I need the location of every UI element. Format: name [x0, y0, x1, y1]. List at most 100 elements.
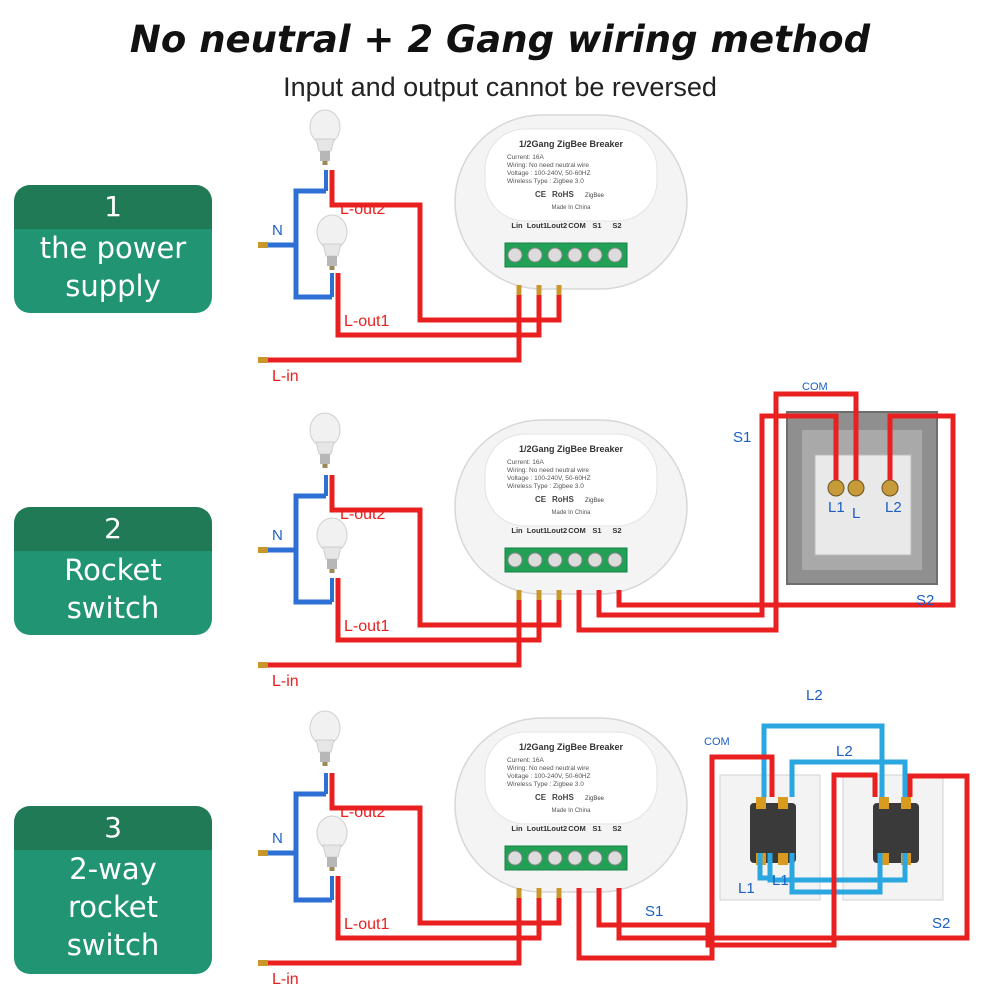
breaker-terminal-label: Lout1	[527, 526, 547, 535]
terminal-screw-icon	[547, 850, 563, 866]
terminal-screw-icon	[587, 552, 603, 568]
two-way-switch-mechanism	[873, 803, 919, 863]
traveler-l2-label-inner: L2	[836, 743, 853, 760]
s1-wire	[596, 413, 839, 618]
breaker-spec-line: Wireless Type : Zigbee 3.0	[507, 483, 584, 490]
switch-terminal	[778, 853, 788, 865]
breaker-terminal-label: S1	[592, 221, 601, 230]
step-label-line: Rocket	[64, 553, 162, 587]
breaker-terminal-label: Lout1	[527, 824, 547, 833]
breaker-made-in: Made In China	[551, 510, 591, 516]
neutral-pin	[258, 850, 268, 856]
terminal-screw-icon	[607, 247, 623, 263]
breaker-label-plate	[484, 731, 658, 825]
breaker-terminal-label: Lin	[511, 526, 523, 535]
s2-label: S2	[916, 592, 934, 609]
switch-l1-label: L1	[828, 499, 845, 516]
l-out1-wire	[335, 876, 542, 941]
neutral-pin	[258, 547, 268, 553]
breaker-spec-line: Wireless Type : Zigbee 3.0	[507, 781, 584, 788]
step-badge-3: 3 2-way rocket switch	[14, 806, 212, 974]
wire-terminal-pin	[516, 888, 522, 898]
breaker-terminal-label: COM	[568, 526, 586, 535]
traveler-l1-label: L1	[738, 880, 755, 897]
breaker-terminal-label: Lout2	[547, 526, 567, 535]
s2-label: S2	[932, 915, 950, 932]
breaker-terminal-label: S1	[592, 526, 601, 535]
page-title: No neutral + 2 Gang wiring method	[129, 18, 871, 61]
breaker-spec-line: Wiring: No need neutral wire	[507, 162, 589, 169]
bulb-tip	[322, 762, 328, 766]
bulb-neck	[315, 138, 335, 152]
bulb-neck	[322, 546, 342, 560]
com-label: COM	[704, 736, 730, 748]
wire-terminal-pin	[536, 285, 542, 295]
step-number: 1	[14, 185, 212, 229]
terminal-screw-icon	[527, 552, 543, 568]
s1-label: S1	[733, 429, 751, 446]
switch-terminal	[756, 797, 766, 809]
bulb-tip	[329, 867, 335, 871]
neutral-wire	[262, 188, 326, 248]
terminal-screw-icon	[607, 850, 623, 866]
switch-terminal	[879, 797, 889, 809]
bulb-base	[320, 151, 330, 161]
neutral-pin	[258, 242, 268, 248]
traveler-l1-label-2: L1	[772, 872, 789, 889]
neutral-wire	[293, 245, 332, 300]
l-out2-label: L-out2	[340, 804, 385, 821]
switch-terminal-l1	[827, 479, 845, 497]
breaker-terminal-label: Lin	[511, 221, 523, 230]
l-in-pin	[258, 662, 268, 668]
l-out1-label: L-out1	[344, 313, 389, 330]
breaker-made-in: Made In China	[551, 808, 591, 814]
breaker-spec-line: Current: 16A	[507, 459, 545, 466]
bulb-tip	[322, 464, 328, 468]
step-badge-2: 2 Rocket switch	[14, 507, 212, 635]
bulb-tip	[329, 266, 335, 270]
terminal-screw-icon	[567, 850, 583, 866]
breaker-label-plate	[484, 128, 658, 222]
l-in-label: L-in	[272, 971, 299, 988]
l-out2-label: L-out2	[340, 506, 385, 523]
breaker-spec-line: Wireless Type : Zigbee 3.0	[507, 178, 584, 185]
wall-switch-body	[814, 454, 912, 556]
bulb-neck	[322, 243, 342, 257]
breaker-spec-line: Current: 16A	[507, 154, 545, 161]
bulb-base	[327, 857, 337, 867]
breaker-cert-rohs: RoHS	[552, 190, 574, 199]
l-out2-wire	[329, 773, 562, 926]
breaker-title: 1/2Gang ZigBee Breaker	[519, 444, 624, 454]
breaker-spec-line: Voltage : 100-240V, 50-60HZ	[507, 475, 591, 482]
terminal-screw-icon	[547, 552, 563, 568]
switch-l2-label: L2	[885, 499, 902, 516]
step-label-line: switch	[66, 928, 160, 962]
breaker-terminal-label: Lin	[511, 824, 523, 833]
step-label-line: supply	[65, 269, 161, 303]
step-label: 2-way rocket switch	[14, 850, 212, 974]
terminal-screw-icon	[587, 850, 603, 866]
bulb-base	[327, 256, 337, 266]
traveler-l2-label: L2	[806, 687, 823, 704]
breaker-made-in: Made In China	[551, 205, 591, 211]
terminal-screw-icon	[607, 552, 623, 568]
bulb-base	[320, 752, 330, 762]
breaker-terminal-label: Lout2	[547, 221, 567, 230]
breaker-terminal-block	[504, 845, 628, 871]
neutral-wire	[293, 853, 332, 903]
step-number: 3	[14, 806, 212, 850]
switch-terminal	[778, 797, 788, 809]
neutral-label: N	[272, 527, 283, 544]
com-wire	[576, 754, 775, 961]
breaker-title: 1/2Gang ZigBee Breaker	[519, 139, 624, 149]
breaker-spec-line: Current: 16A	[507, 757, 545, 764]
l-out1-label: L-out1	[344, 618, 389, 635]
wire-terminal-pin	[556, 590, 562, 600]
neutral-label: N	[272, 830, 283, 847]
wire-terminal-pin	[516, 285, 522, 295]
terminal-screw-icon	[567, 552, 583, 568]
terminal-screw-icon	[547, 247, 563, 263]
step-label-line: rocket	[68, 890, 158, 924]
switch-l-label: L	[852, 505, 860, 522]
